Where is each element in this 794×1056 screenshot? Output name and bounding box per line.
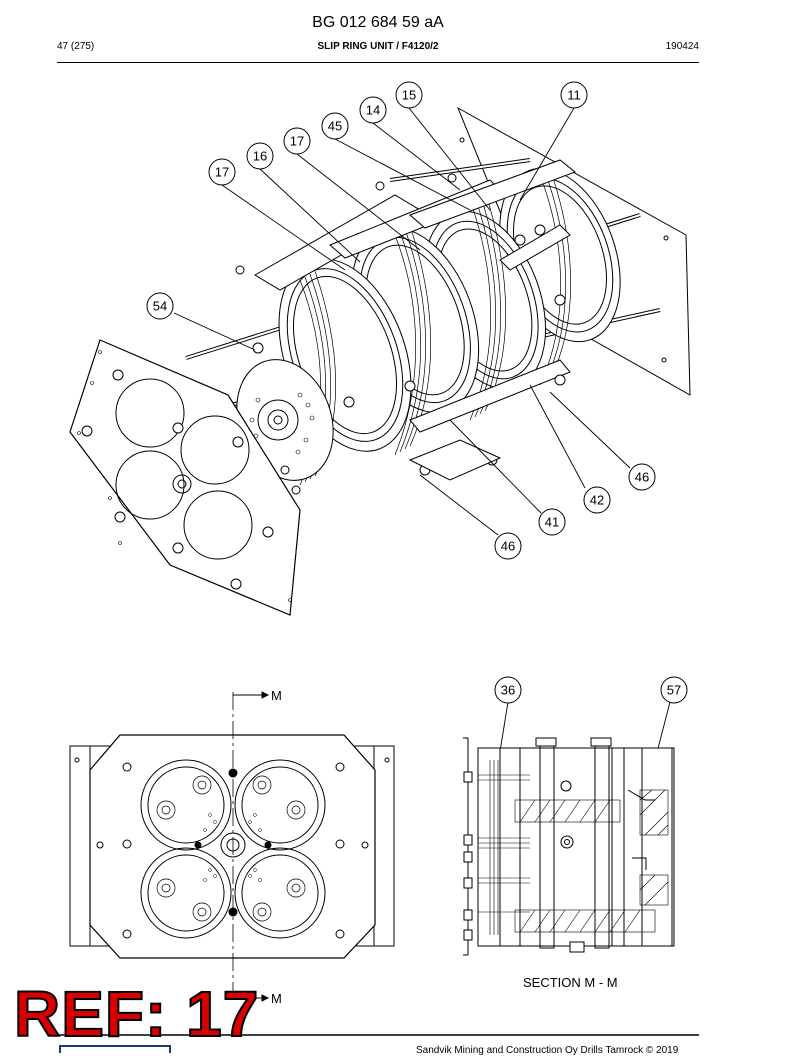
header-rule bbox=[57, 62, 699, 63]
leader-lines bbox=[173, 107, 671, 771]
callout-17-upper: 17 bbox=[283, 127, 311, 155]
page-title: SLIP RING UNIT / F4120/2 bbox=[317, 41, 439, 52]
section-view bbox=[463, 737, 675, 956]
callout-57: 57 bbox=[660, 676, 688, 704]
callouts: 15 11 14 45 17 16 17 54 46 42 41 46 36 5… bbox=[146, 81, 688, 704]
callout-11: 11 bbox=[560, 81, 588, 109]
svg-text:11: 11 bbox=[567, 88, 581, 103]
page-number: 47 (275) bbox=[57, 41, 95, 52]
callout-42: 42 bbox=[583, 486, 611, 514]
svg-text:36: 36 bbox=[501, 683, 515, 698]
callout-15: 15 bbox=[395, 81, 423, 109]
document-date: 190424 bbox=[665, 41, 699, 52]
front-view bbox=[69, 691, 395, 1002]
callout-14: 14 bbox=[359, 96, 387, 124]
callout-45: 45 bbox=[321, 112, 349, 140]
callout-46-lower: 46 bbox=[494, 532, 522, 560]
svg-text:45: 45 bbox=[328, 119, 342, 134]
section-marker-top: M bbox=[271, 688, 282, 703]
reference-overlay: REF: 17 bbox=[13, 978, 260, 1050]
svg-text:17: 17 bbox=[290, 134, 304, 149]
footer-copyright: Sandvik Mining and Construction Oy Drill… bbox=[416, 1045, 679, 1056]
document-number: BG 012 684 59 aA bbox=[312, 14, 444, 31]
callout-17-lower: 17 bbox=[208, 158, 236, 186]
svg-text:16: 16 bbox=[253, 149, 267, 164]
callout-54: 54 bbox=[146, 292, 174, 320]
svg-text:54: 54 bbox=[153, 299, 167, 314]
svg-text:41: 41 bbox=[545, 515, 559, 530]
svg-text:15: 15 bbox=[402, 88, 416, 103]
svg-text:46: 46 bbox=[635, 470, 649, 485]
isometric-assembly bbox=[69, 106, 691, 616]
callout-16: 16 bbox=[246, 142, 274, 170]
callout-46-right: 46 bbox=[628, 463, 656, 491]
svg-text:14: 14 bbox=[366, 103, 380, 118]
callout-36: 36 bbox=[494, 676, 522, 704]
section-label: SECTION M - M bbox=[523, 975, 618, 990]
section-marker-bottom: M bbox=[271, 991, 282, 1006]
callout-41: 41 bbox=[538, 508, 566, 536]
svg-text:46: 46 bbox=[501, 539, 515, 554]
svg-text:57: 57 bbox=[667, 683, 681, 698]
svg-text:17: 17 bbox=[215, 165, 229, 180]
sandvik-logo bbox=[59, 1045, 171, 1053]
svg-text:42: 42 bbox=[590, 493, 604, 508]
